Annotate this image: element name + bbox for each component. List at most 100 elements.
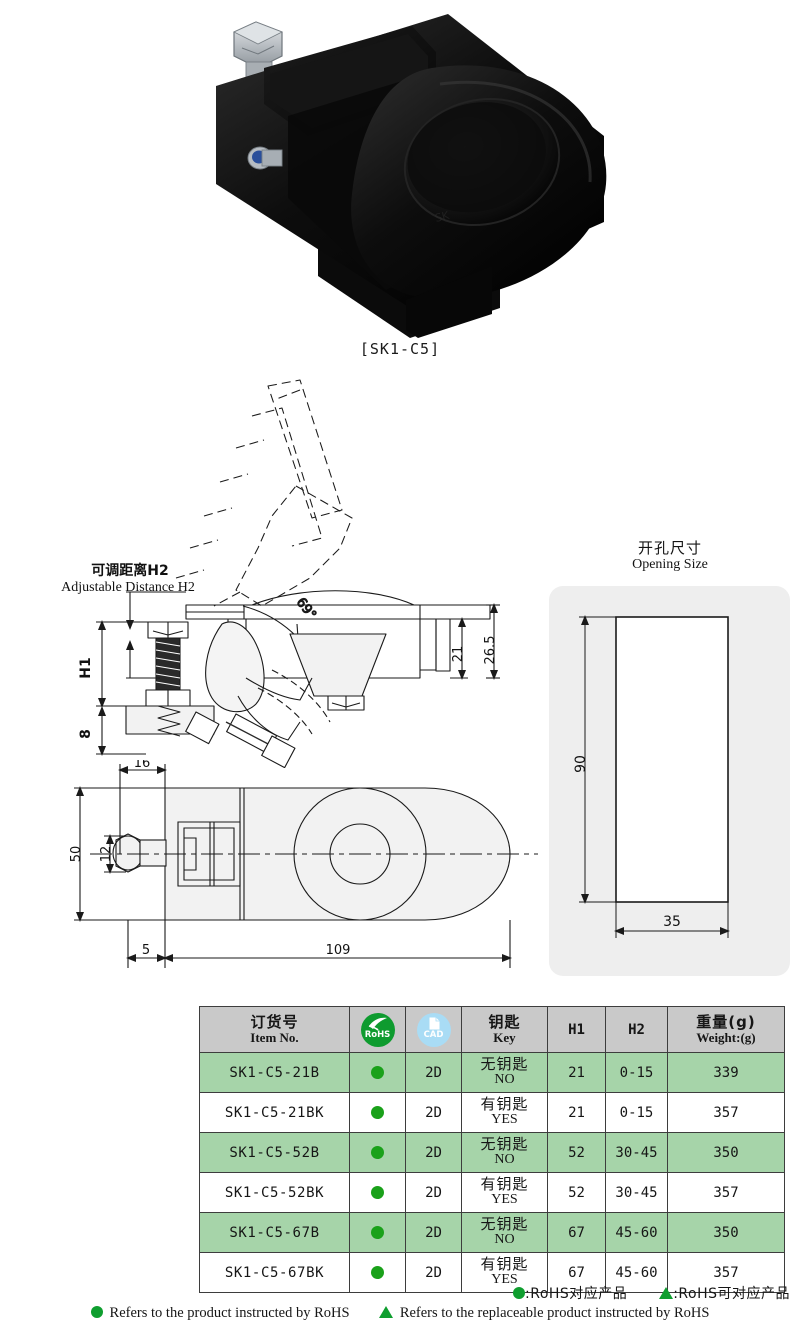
cell-key: 有钥匙 YES — [461, 1092, 548, 1133]
cell-h2: 30-45 — [605, 1132, 668, 1173]
table-row[interactable]: SK1-C5-52BK 2D 有钥匙 YES 52 30-45 357 — [199, 1172, 785, 1213]
cell-weight: 357 — [667, 1172, 785, 1213]
rohs-icon-label: RoHS — [364, 1029, 391, 1040]
adjustable-distance-label-cn: 可调距离H2 — [91, 562, 168, 579]
cell-key-cn: 无钥匙 — [480, 1055, 529, 1074]
cell-weight: 339 — [667, 1052, 785, 1093]
dim-16: 16 — [134, 760, 151, 771]
table-row[interactable]: SK1-C5-21BK 2D 有钥匙 YES 21 0-15 357 — [199, 1092, 785, 1133]
cell-key-cn: 有钥匙 — [480, 1095, 529, 1114]
cell-key-cn: 有钥匙 — [480, 1175, 529, 1194]
rohs-icon: RoHS — [360, 1012, 395, 1047]
document-icon — [429, 1017, 439, 1029]
cell-rohs — [349, 1052, 406, 1093]
cross-section-drawing: 69° — [61, 379, 500, 768]
cell-item-no: SK1-C5-67B — [199, 1212, 350, 1253]
col-header-weight-cn: 重量(g) — [696, 1013, 756, 1032]
opening-title-cn: 开孔尺寸 — [637, 539, 702, 557]
cell-key-cn: 无钥匙 — [480, 1215, 529, 1234]
cell-h1: 67 — [547, 1212, 606, 1253]
col-header-key-en: Key — [493, 1029, 516, 1045]
rohs-dot-icon — [513, 1287, 525, 1299]
cell-key: 无钥匙 NO — [461, 1052, 548, 1093]
svg-text:SK: SK — [434, 209, 452, 225]
col-header-h1: H1 — [547, 1006, 606, 1053]
col-header-cad: CAD — [405, 1006, 462, 1053]
footnote-chinese: :RoHS对应产品 :RoHS可对应产品 — [0, 1283, 790, 1303]
col-header-weight-en: Weight:(g) — [696, 1029, 756, 1045]
leaf-icon — [368, 1017, 387, 1031]
cell-cad: 2D — [405, 1052, 462, 1093]
rohs-dot-icon — [90, 1306, 103, 1318]
cell-weight: 350 — [667, 1212, 785, 1253]
cell-h1: 67 — [547, 1252, 606, 1293]
product-photo: SK — [216, 14, 607, 338]
col-header-item-no-cn: 订货号 — [250, 1013, 299, 1032]
cell-h2: 30-45 — [605, 1172, 668, 1213]
blue-screw — [247, 146, 283, 170]
rohs-triangle-icon — [659, 1287, 674, 1299]
cell-key-en: YES — [491, 1112, 518, 1128]
rohs-dot-icon — [371, 1226, 384, 1240]
cell-h1: 21 — [547, 1092, 606, 1133]
dim-5: 5 — [142, 943, 150, 958]
cell-item-no: SK1-C5-67BK — [199, 1252, 350, 1293]
cell-weight: 357 — [667, 1252, 785, 1293]
dim-21: 21 — [451, 646, 466, 663]
opening-size-drawing: 90 35 — [573, 615, 730, 938]
spec-table: 订货号 Item No. RoHS — [199, 1006, 785, 1293]
table-row[interactable]: SK1-C5-21B 2D 无钥匙 NO 21 0-15 339 — [199, 1052, 785, 1093]
cell-item-no: SK1-C5-52B — [199, 1132, 350, 1173]
table-header-row: 订货号 Item No. RoHS — [199, 1006, 785, 1053]
cell-cad: 2D — [405, 1212, 462, 1253]
table-row[interactable]: SK1-C5-67B 2D 无钥匙 NO 67 45-60 350 — [199, 1212, 785, 1253]
dim-26-5: 26.5 — [483, 636, 498, 665]
dim-8: 8 — [78, 729, 94, 739]
table-row[interactable]: SK1-C5-52B 2D 无钥匙 NO 52 30-45 350 — [199, 1132, 785, 1173]
cell-cad: 2D — [405, 1172, 462, 1213]
footnote-en-tri-text: Refers to the replaceable product instru… — [399, 1305, 710, 1321]
cell-cad: 2D — [405, 1132, 462, 1173]
col-header-h1-label: H1 — [568, 1021, 585, 1038]
cell-h2: 45-60 — [605, 1212, 668, 1253]
col-header-key-cn: 钥匙 — [488, 1013, 521, 1032]
cell-key: 无钥匙 NO — [461, 1212, 548, 1253]
hex-bolt-top — [233, 21, 283, 81]
footnote-cn-tri-text: :RoHS可对应产品 — [673, 1286, 790, 1302]
cell-item-no: SK1-C5-21BK — [199, 1092, 350, 1133]
cell-item-no: SK1-C5-21B — [199, 1052, 350, 1093]
cell-weight: 357 — [667, 1092, 785, 1133]
dim-12: 12 — [99, 846, 114, 863]
cell-h1: 52 — [547, 1132, 606, 1173]
rohs-dot-icon — [371, 1146, 384, 1160]
cell-key: 有钥匙 YES — [461, 1252, 548, 1293]
cell-h1: 21 — [547, 1052, 606, 1093]
col-header-h2-label: H2 — [628, 1021, 645, 1038]
cell-rohs — [349, 1172, 406, 1213]
cell-rohs — [349, 1252, 406, 1293]
table-row[interactable]: SK1-C5-67BK 2D 有钥匙 YES 67 45-60 357 — [199, 1252, 785, 1293]
cell-key-cn: 有钥匙 — [480, 1255, 529, 1274]
footnote-cn-dot-text: :RoHS对应产品 — [525, 1286, 628, 1302]
product-caption: [SK1-C5] — [359, 340, 441, 358]
cad-icon-label: CAD — [423, 1029, 444, 1040]
dim-h1: H1 — [78, 657, 94, 678]
footnote-english: Refers to the product instructed by RoHS… — [0, 1305, 800, 1322]
cell-h2: 0-15 — [605, 1052, 668, 1093]
dim-opening-height: 90 — [573, 755, 589, 773]
col-header-rohs: RoHS — [349, 1006, 406, 1053]
plan-view-drawing: 16 50 12 5 109 — [69, 760, 538, 968]
rohs-triangle-icon — [378, 1306, 393, 1318]
cell-h2: 0-15 — [605, 1092, 668, 1133]
cell-key: 有钥匙 YES — [461, 1172, 548, 1213]
cell-key-en: NO — [494, 1152, 515, 1168]
cell-weight: 350 — [667, 1132, 785, 1173]
cell-rohs — [349, 1092, 406, 1133]
cell-key-en: YES — [491, 1192, 518, 1208]
col-header-key: 钥匙 Key — [461, 1006, 548, 1053]
cell-rohs — [349, 1212, 406, 1253]
cell-item-no: SK1-C5-52BK — [199, 1172, 350, 1213]
dim-50: 50 — [69, 846, 84, 863]
cell-cad: 2D — [405, 1092, 462, 1133]
